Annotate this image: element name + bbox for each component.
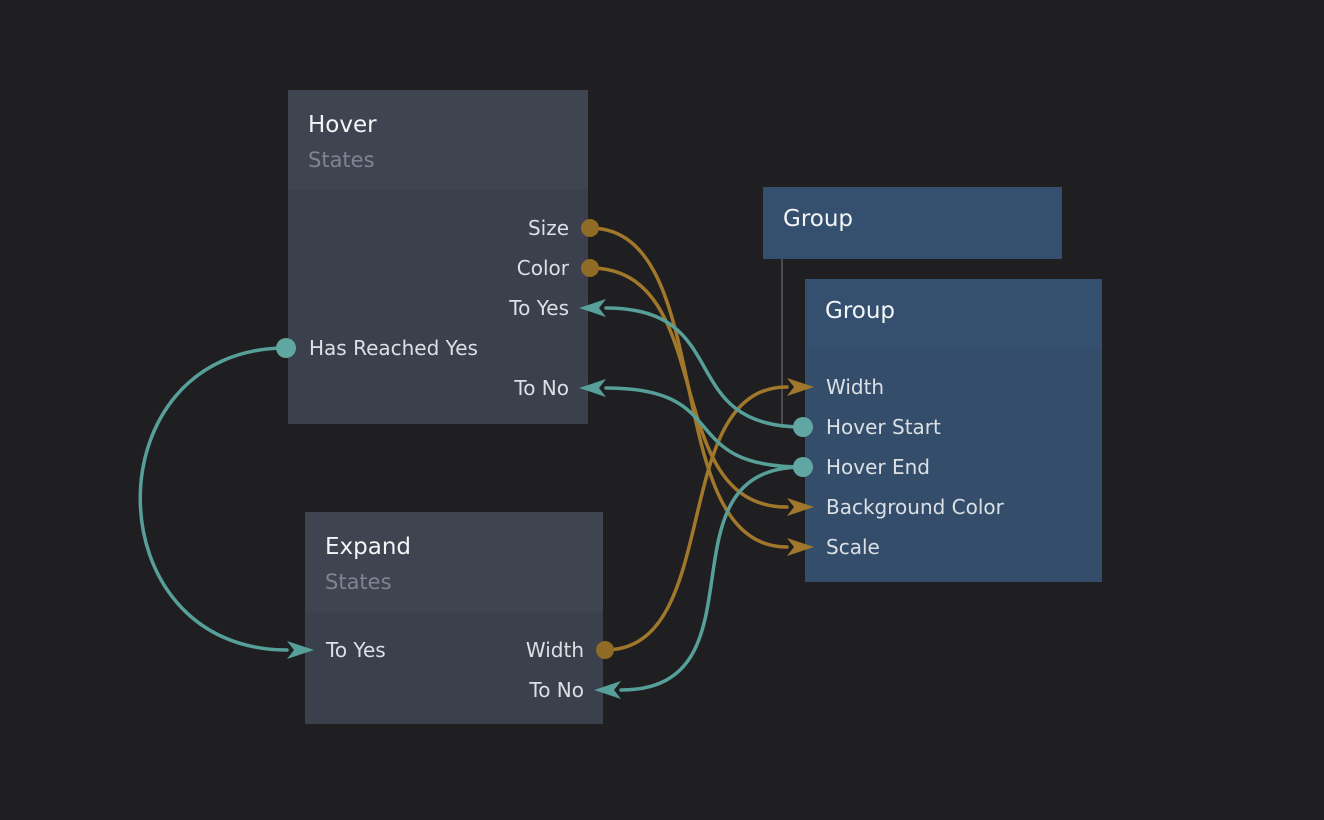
- port-hover-has-reached-yes[interactable]: Has Reached Yes: [288, 328, 588, 368]
- port-label: Size: [527, 216, 569, 240]
- port-group-child-hover-end[interactable]: Hover End: [805, 447, 1102, 487]
- port-expand-to-yes[interactable]: To Yes: [305, 630, 603, 670]
- port-group-child-background-color[interactable]: Background Color: [805, 487, 1102, 527]
- port-label: To Yes: [509, 296, 569, 320]
- node-body-expand: To Yes Width To No: [305, 612, 603, 724]
- port-label: Width: [525, 638, 584, 662]
- port-group-child-scale[interactable]: Scale: [805, 527, 1102, 567]
- wire-size-to-scale[interactable]: [588, 226, 789, 549]
- port-hover-color[interactable]: Color: [288, 248, 588, 288]
- wire-color-to-background-color[interactable]: [588, 266, 789, 509]
- wire-has-reached-yes-to-to-yes[interactable]: [138, 346, 289, 652]
- wire-hover-start-to-to-yes[interactable]: [604, 306, 805, 429]
- port-label: To Yes: [326, 638, 386, 662]
- port-hover-to-yes[interactable]: To Yes: [288, 288, 588, 328]
- port-label: Background Color: [826, 495, 1004, 519]
- node-title: Group: [825, 298, 896, 324]
- port-hover-size[interactable]: Size: [288, 208, 588, 248]
- wire-hover-end-to-to-no[interactable]: [619, 465, 805, 692]
- port-label: Color: [516, 256, 569, 280]
- port-label: To No: [514, 376, 569, 400]
- port-label: To No: [529, 678, 584, 702]
- hierarchy-link-line: [781, 259, 793, 428]
- port-group-child-hover-start[interactable]: Hover Start: [805, 407, 1102, 447]
- wire-hover-end-to-to-no[interactable]: [604, 386, 805, 469]
- port-label: Scale: [826, 535, 880, 559]
- port-label: Hover Start: [826, 415, 941, 439]
- node-subtitle: States: [308, 148, 375, 172]
- port-hover-to-no[interactable]: To No: [288, 368, 588, 408]
- port-expand-width[interactable]: Width: [305, 630, 603, 670]
- node-group-parent[interactable]: Group: [763, 187, 1062, 259]
- port-expand-to-no[interactable]: To No: [305, 670, 603, 710]
- port-label: Width: [826, 375, 885, 399]
- node-header-group-parent[interactable]: Group: [763, 187, 1062, 259]
- node-title: Group: [783, 206, 854, 232]
- wire-width-to-width[interactable]: [603, 385, 789, 652]
- node-title: Expand: [325, 534, 412, 560]
- node-header-group-child[interactable]: Group: [805, 279, 1102, 348]
- node-subtitle: States: [325, 570, 392, 594]
- port-group-child-width[interactable]: Width: [805, 367, 1102, 407]
- port-label: Has Reached Yes: [309, 336, 478, 360]
- port-label: Hover End: [826, 455, 931, 479]
- node-title: Hover: [308, 112, 377, 138]
